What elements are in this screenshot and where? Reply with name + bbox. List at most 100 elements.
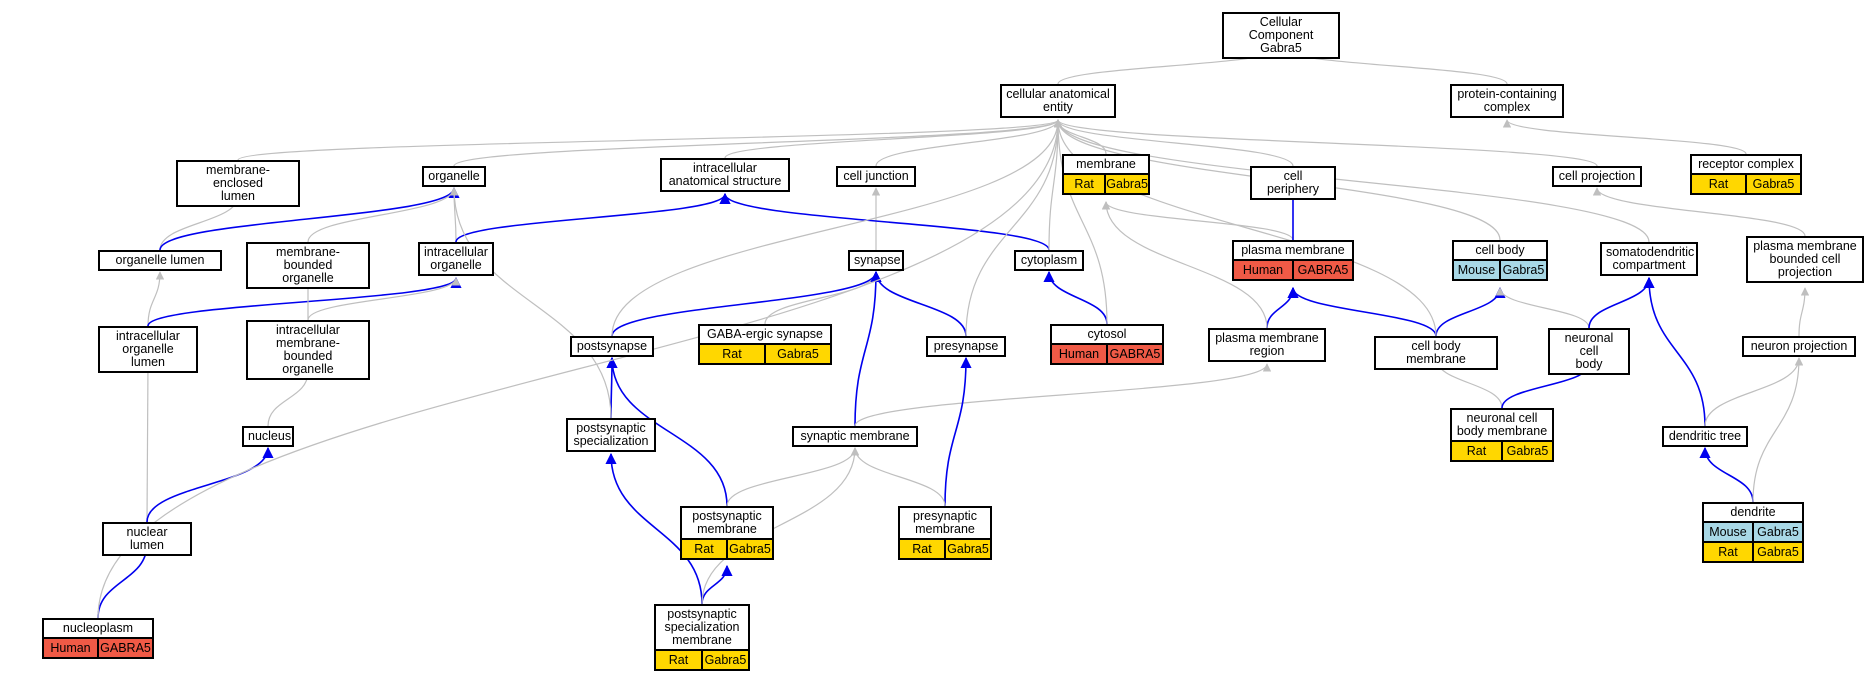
node-label: presynapse: [933, 339, 999, 353]
node-label: cell periphery: [1266, 169, 1320, 196]
node-io: intracellular organelle: [418, 242, 494, 276]
node-sm: synaptic membrane: [792, 426, 918, 447]
edge-rc-to-pcc: [1502, 119, 1747, 155]
edge-dt-to-np: [1704, 357, 1804, 427]
edge-ol-to-organelle: [159, 186, 460, 251]
node-label: somatodendritic compartment: [1606, 245, 1695, 272]
node-label: intracellular organelle lumen: [116, 329, 180, 369]
node-label: intracellular organelle: [424, 245, 488, 272]
node-label: nucleoplasm: [62, 621, 134, 635]
node-label: plasma membrane: [1241, 243, 1345, 257]
node-np: neuron projection: [1742, 336, 1856, 357]
node-label: Cellular Component Gabra5: [1248, 15, 1314, 55]
node-nucleus: nucleus: [242, 426, 294, 447]
edge-ias-to-cae: [724, 119, 1063, 159]
edge-pssm-to-pss: [605, 452, 703, 605]
edge-nl-to-iol: [143, 361, 153, 523]
node-label: intracellular anatomical structure: [668, 161, 782, 188]
node-label: presynaptic membrane: [913, 509, 977, 536]
edge-cytosol-to-cae: [1053, 119, 1108, 325]
gene-cell: Gabra5: [944, 540, 990, 558]
species-cell: Rat: [1718, 545, 1738, 559]
edge-cp-to-cae: [1053, 119, 1294, 167]
node-cytoplasm: cytoplasm: [1014, 250, 1084, 271]
node-mel: membrane-enclosed lumen: [176, 160, 300, 207]
node-pss: postsynaptic specialization: [566, 418, 656, 452]
node-label: neuronal cell body membrane: [1456, 411, 1548, 438]
edge-dendrite-to-dt: [1699, 446, 1754, 503]
annotation-row: Human GABRA5: [1052, 343, 1162, 363]
node-iol: intracellular organelle lumen: [98, 326, 198, 373]
node-label: cell body: [1475, 243, 1525, 257]
edge-pss-to-organelle: [449, 187, 612, 419]
node-organelle: organelle: [422, 166, 486, 187]
node-ncb: neuronal cell body: [1548, 328, 1630, 375]
gene-cell: GABRA5: [1106, 345, 1162, 363]
edge-io-to-ias: [455, 192, 731, 243]
node-label: membrane: [1076, 157, 1136, 171]
node-synapse: synapse: [848, 250, 904, 271]
species-cell: Human: [1058, 347, 1100, 361]
node-label: nucleus: [248, 429, 292, 443]
edge-cytosol-to-cytoplasm: [1043, 270, 1108, 325]
node-mbo: membrane-bounded organelle: [246, 242, 370, 289]
edge-cj-to-cae: [875, 119, 1063, 167]
node-label: dendrite: [1730, 505, 1776, 519]
edge-prem-to-sm: [850, 447, 946, 507]
edge-cytoplasm-to-ias: [719, 192, 1050, 251]
node-label: neuron projection: [1750, 339, 1848, 353]
node-ias: intracellular anatomical structure: [660, 158, 790, 192]
species-cell: Rat: [1074, 177, 1094, 191]
node-label: membrane-enclosed lumen: [206, 163, 270, 203]
node-label: postsynaptic membrane: [692, 509, 762, 536]
node-pmbcp: plasma membrane bounded cell projection: [1746, 236, 1864, 283]
node-ol: organelle lumen: [98, 250, 222, 271]
gene-cell: GABRA5: [97, 639, 152, 657]
node-sdc: somatodendritic compartment: [1600, 242, 1698, 276]
node-label: synapse: [854, 253, 901, 267]
edge-ncb-to-cb: [1495, 287, 1590, 329]
edge-psm-to-sm: [726, 447, 860, 507]
node-cproj: cell projection: [1552, 166, 1642, 187]
edge-dt-to-sdc: [1643, 276, 1706, 427]
node-cj: cell junction: [836, 166, 916, 187]
gene-cell: Gabra5: [726, 540, 772, 558]
gene-cell: Gabra5: [1501, 442, 1552, 460]
edge-pmbcp-to-cproj: [1592, 187, 1806, 237]
edge-nucleoplasm-to-cae: [97, 119, 1063, 619]
edge-nl-to-nucleus: [146, 446, 274, 523]
edge-presynapse-to-cae: [965, 119, 1063, 337]
node-label: protein-containing complex: [1457, 87, 1557, 114]
edge-cbm-to-cb: [1435, 286, 1506, 337]
edge-np-to-pmbcp: [1798, 287, 1810, 337]
edge-postsynapse-to-synapse: [611, 270, 882, 337]
node-label: nuclear lumen: [126, 525, 168, 552]
edge-cytoplasm-to-cae: [1048, 119, 1063, 251]
node-postsynapse: postsynapse: [570, 336, 654, 357]
species-cell: Rat: [668, 653, 689, 667]
edge-cproj-to-cae: [1053, 119, 1598, 167]
node-presynapse: presynapse: [926, 336, 1006, 357]
edge-ncb-to-sdc: [1588, 276, 1655, 329]
gene-cell: Gabra5: [1752, 543, 1802, 561]
node-label: postsynaptic specialization membrane: [664, 607, 740, 647]
edge-iol-to-io: [147, 276, 462, 327]
node-label: plasma membrane bounded cell projection: [1753, 239, 1857, 279]
